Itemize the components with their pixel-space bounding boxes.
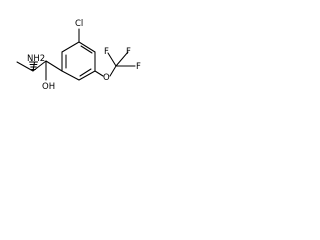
oxygen-label: O <box>103 73 110 83</box>
ring-inner-bond-bottom <box>79 68 92 77</box>
fluorine-right-label: F <box>136 62 141 72</box>
side-chain-bond-to-methyl <box>16 61 34 72</box>
chlorine-label: Cl <box>75 19 83 29</box>
ether-bond-oxygen-to-cf3 <box>109 65 117 77</box>
bond-layer <box>16 28 136 81</box>
amine-text: NH2 <box>27 54 45 64</box>
fluorine-top-right-label: F <box>126 47 131 57</box>
cf3-bond-left-fluorine <box>107 52 117 67</box>
amine-hashed-stereo-bond <box>28 61 39 72</box>
hydroxyl-label: OH <box>42 82 55 92</box>
ring-bond-top-right <box>78 41 96 53</box>
ring-bond-bottom-left <box>61 70 80 81</box>
atom-label-layer: NH2 OH Cl O F F F <box>27 19 141 92</box>
amine-label: NH2 <box>27 54 45 64</box>
molecule-canvas: NH2 OH Cl O F F F <box>0 0 152 152</box>
cf3-bond-top-fluorine <box>115 51 129 67</box>
ring-inner-bond-top <box>80 45 93 54</box>
ring-bond-top-left <box>61 41 80 53</box>
fluorine-top-left-label: F <box>104 47 109 57</box>
ether-bond-ring-to-oxygen <box>94 70 104 77</box>
ring-bond-bottom-right <box>78 70 96 81</box>
molecule-structure: NH2 OH Cl O F F F <box>16 19 141 92</box>
side-chain-bond-ring-to-chiral <box>45 60 63 72</box>
